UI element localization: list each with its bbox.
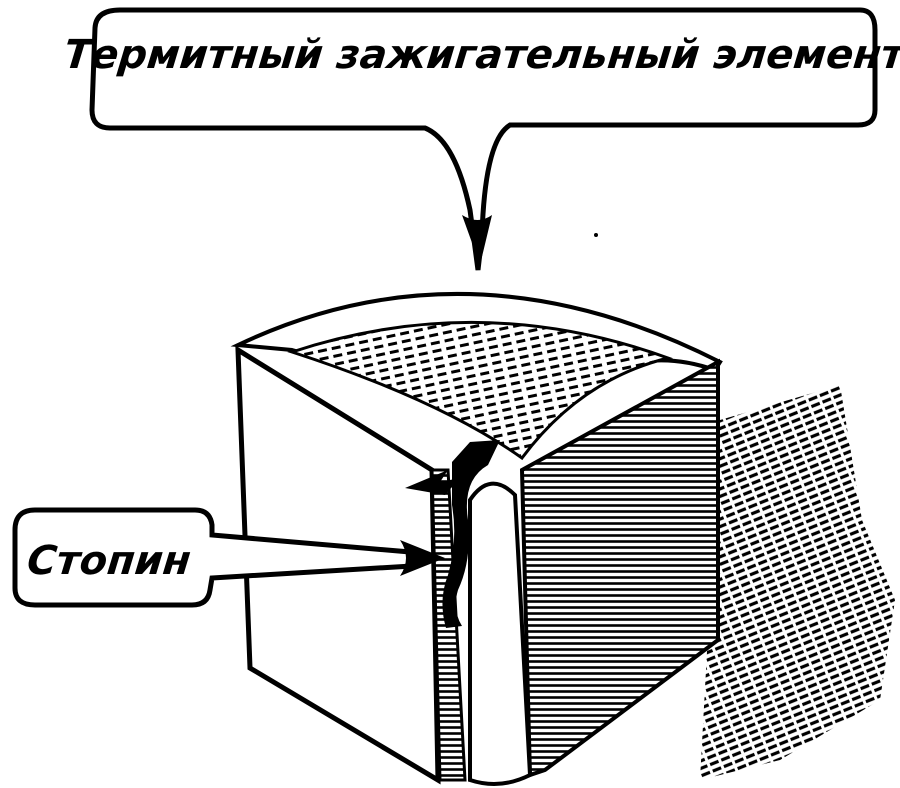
stopin-fuse <box>442 440 500 628</box>
groove-channel <box>468 481 533 786</box>
top-callout-bubble <box>89 7 878 271</box>
left-callout-arrowhead <box>400 540 445 576</box>
left-callout-label: Стопин <box>25 538 193 584</box>
cast-shadow <box>700 385 895 780</box>
top-hatched-area <box>287 321 674 461</box>
fuse-pointer-arrow <box>405 470 460 495</box>
top-callout-label: Термитный зажигательный элемент <box>62 32 900 78</box>
ink-speck <box>594 233 598 237</box>
top-callout-arrowhead <box>462 215 492 265</box>
